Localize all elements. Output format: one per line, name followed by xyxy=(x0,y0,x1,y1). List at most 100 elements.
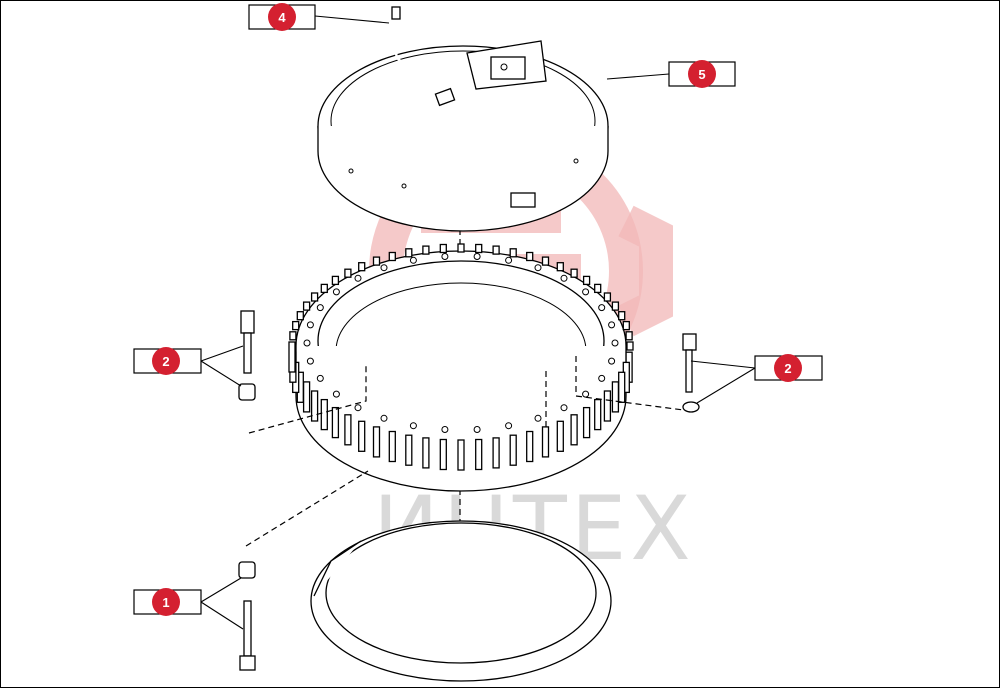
gear-tooth xyxy=(292,320,300,331)
gear-tooth xyxy=(582,275,591,286)
gear-tooth xyxy=(492,245,500,255)
gear-tooth xyxy=(331,275,340,286)
bolt-hole xyxy=(582,288,590,296)
gear-tooth xyxy=(289,331,297,341)
gear-tooth xyxy=(320,283,328,294)
bolt-hole xyxy=(332,390,340,398)
bolt-hole xyxy=(303,339,311,347)
gear-tooth xyxy=(302,381,311,413)
svg-text:4: 4 xyxy=(278,10,286,25)
svg-text:5: 5 xyxy=(698,67,705,82)
callout-4: 4 xyxy=(248,3,316,31)
gear-tooth xyxy=(603,390,612,422)
bolt-hole xyxy=(354,404,362,412)
gear-tooth xyxy=(422,437,430,469)
upper-ring xyxy=(317,45,609,232)
bolt-left xyxy=(238,310,256,401)
gear-tooth xyxy=(288,341,296,373)
gear-tooth xyxy=(618,371,626,403)
leader-1 xyxy=(200,577,244,630)
callout-2-right: 2 xyxy=(754,354,823,382)
bolt-bottom xyxy=(238,561,256,671)
svg-text:2: 2 xyxy=(784,361,791,376)
gear-tooth xyxy=(626,341,634,351)
svg-text:1: 1 xyxy=(162,595,169,610)
bolt-hole xyxy=(316,304,324,312)
bolt-hole xyxy=(441,426,449,433)
bolt-hole xyxy=(473,253,481,260)
gear-tooth xyxy=(603,292,612,302)
gear-tooth xyxy=(625,331,633,341)
bolt-hole xyxy=(306,321,314,329)
callout-1: 1 xyxy=(133,588,202,616)
bolt-hole xyxy=(534,414,542,422)
gear-tooth xyxy=(388,430,396,463)
gear-tooth xyxy=(556,262,564,272)
gear-tooth xyxy=(358,420,366,452)
bolt-hole xyxy=(598,304,606,312)
gear-tooth xyxy=(331,406,340,439)
gear-ring xyxy=(288,243,634,492)
svg-text:2: 2 xyxy=(162,354,169,369)
bolt-hole xyxy=(409,256,417,264)
gear-tooth xyxy=(509,248,517,258)
bolt-hole xyxy=(380,264,388,272)
gear-tooth xyxy=(594,283,602,294)
gear-tooth xyxy=(310,390,319,422)
gear-tooth xyxy=(509,434,517,466)
gear-tooth xyxy=(570,268,578,278)
gear-tooth xyxy=(457,439,465,471)
gear-tooth xyxy=(457,243,465,253)
bolt-hole xyxy=(560,274,568,282)
leader-2-left xyxy=(200,345,244,387)
gear-tooth xyxy=(492,437,500,469)
lube-pipe xyxy=(391,6,456,107)
gear-tooth xyxy=(594,398,602,431)
bolt-hole xyxy=(505,256,513,264)
bolt-hole xyxy=(608,357,616,365)
gear-tooth xyxy=(422,245,430,255)
callout-5: 5 xyxy=(668,60,736,88)
bolt-hole xyxy=(505,422,513,430)
bolt-hole xyxy=(582,390,590,398)
bolt-hole xyxy=(354,274,362,282)
gear-tooth xyxy=(358,262,366,272)
gear-tooth xyxy=(372,426,381,458)
bolt-hole xyxy=(316,374,324,382)
bolt-hole xyxy=(473,426,481,433)
bolt-hole xyxy=(611,339,619,347)
bolt-right xyxy=(682,333,700,413)
gear-tooth xyxy=(439,243,447,254)
leader-4 xyxy=(314,15,390,24)
gear-tooth xyxy=(372,256,381,266)
gear-tooth xyxy=(320,398,328,431)
gear-tooth xyxy=(405,434,413,466)
bolt-hole xyxy=(608,321,616,329)
gear-tooth xyxy=(556,420,564,452)
gear-tooth xyxy=(475,438,483,471)
gear-tooth xyxy=(310,292,319,302)
gear-tooth xyxy=(344,414,352,446)
bolt-hole xyxy=(534,264,542,272)
bolt-hole xyxy=(332,288,340,296)
gear-tooth xyxy=(570,414,578,446)
gear-tooth xyxy=(611,381,620,413)
gear-tooth xyxy=(541,426,550,458)
cover-bracket xyxy=(466,40,547,90)
gear-tooth xyxy=(302,301,311,311)
bolt-hole xyxy=(560,404,568,412)
bolt-hole xyxy=(306,357,314,365)
gear-tooth xyxy=(611,301,620,311)
gear-tooth xyxy=(526,251,534,262)
gear-tooth xyxy=(618,311,626,321)
gear-tooth xyxy=(388,251,396,262)
gear-tooth xyxy=(296,311,304,321)
gear-tooth xyxy=(405,248,413,258)
seal-ring xyxy=(310,520,612,682)
leader-2-right xyxy=(690,360,756,404)
leader-5 xyxy=(606,73,670,80)
gear-tooth xyxy=(582,406,591,439)
gear-tooth xyxy=(344,268,352,278)
